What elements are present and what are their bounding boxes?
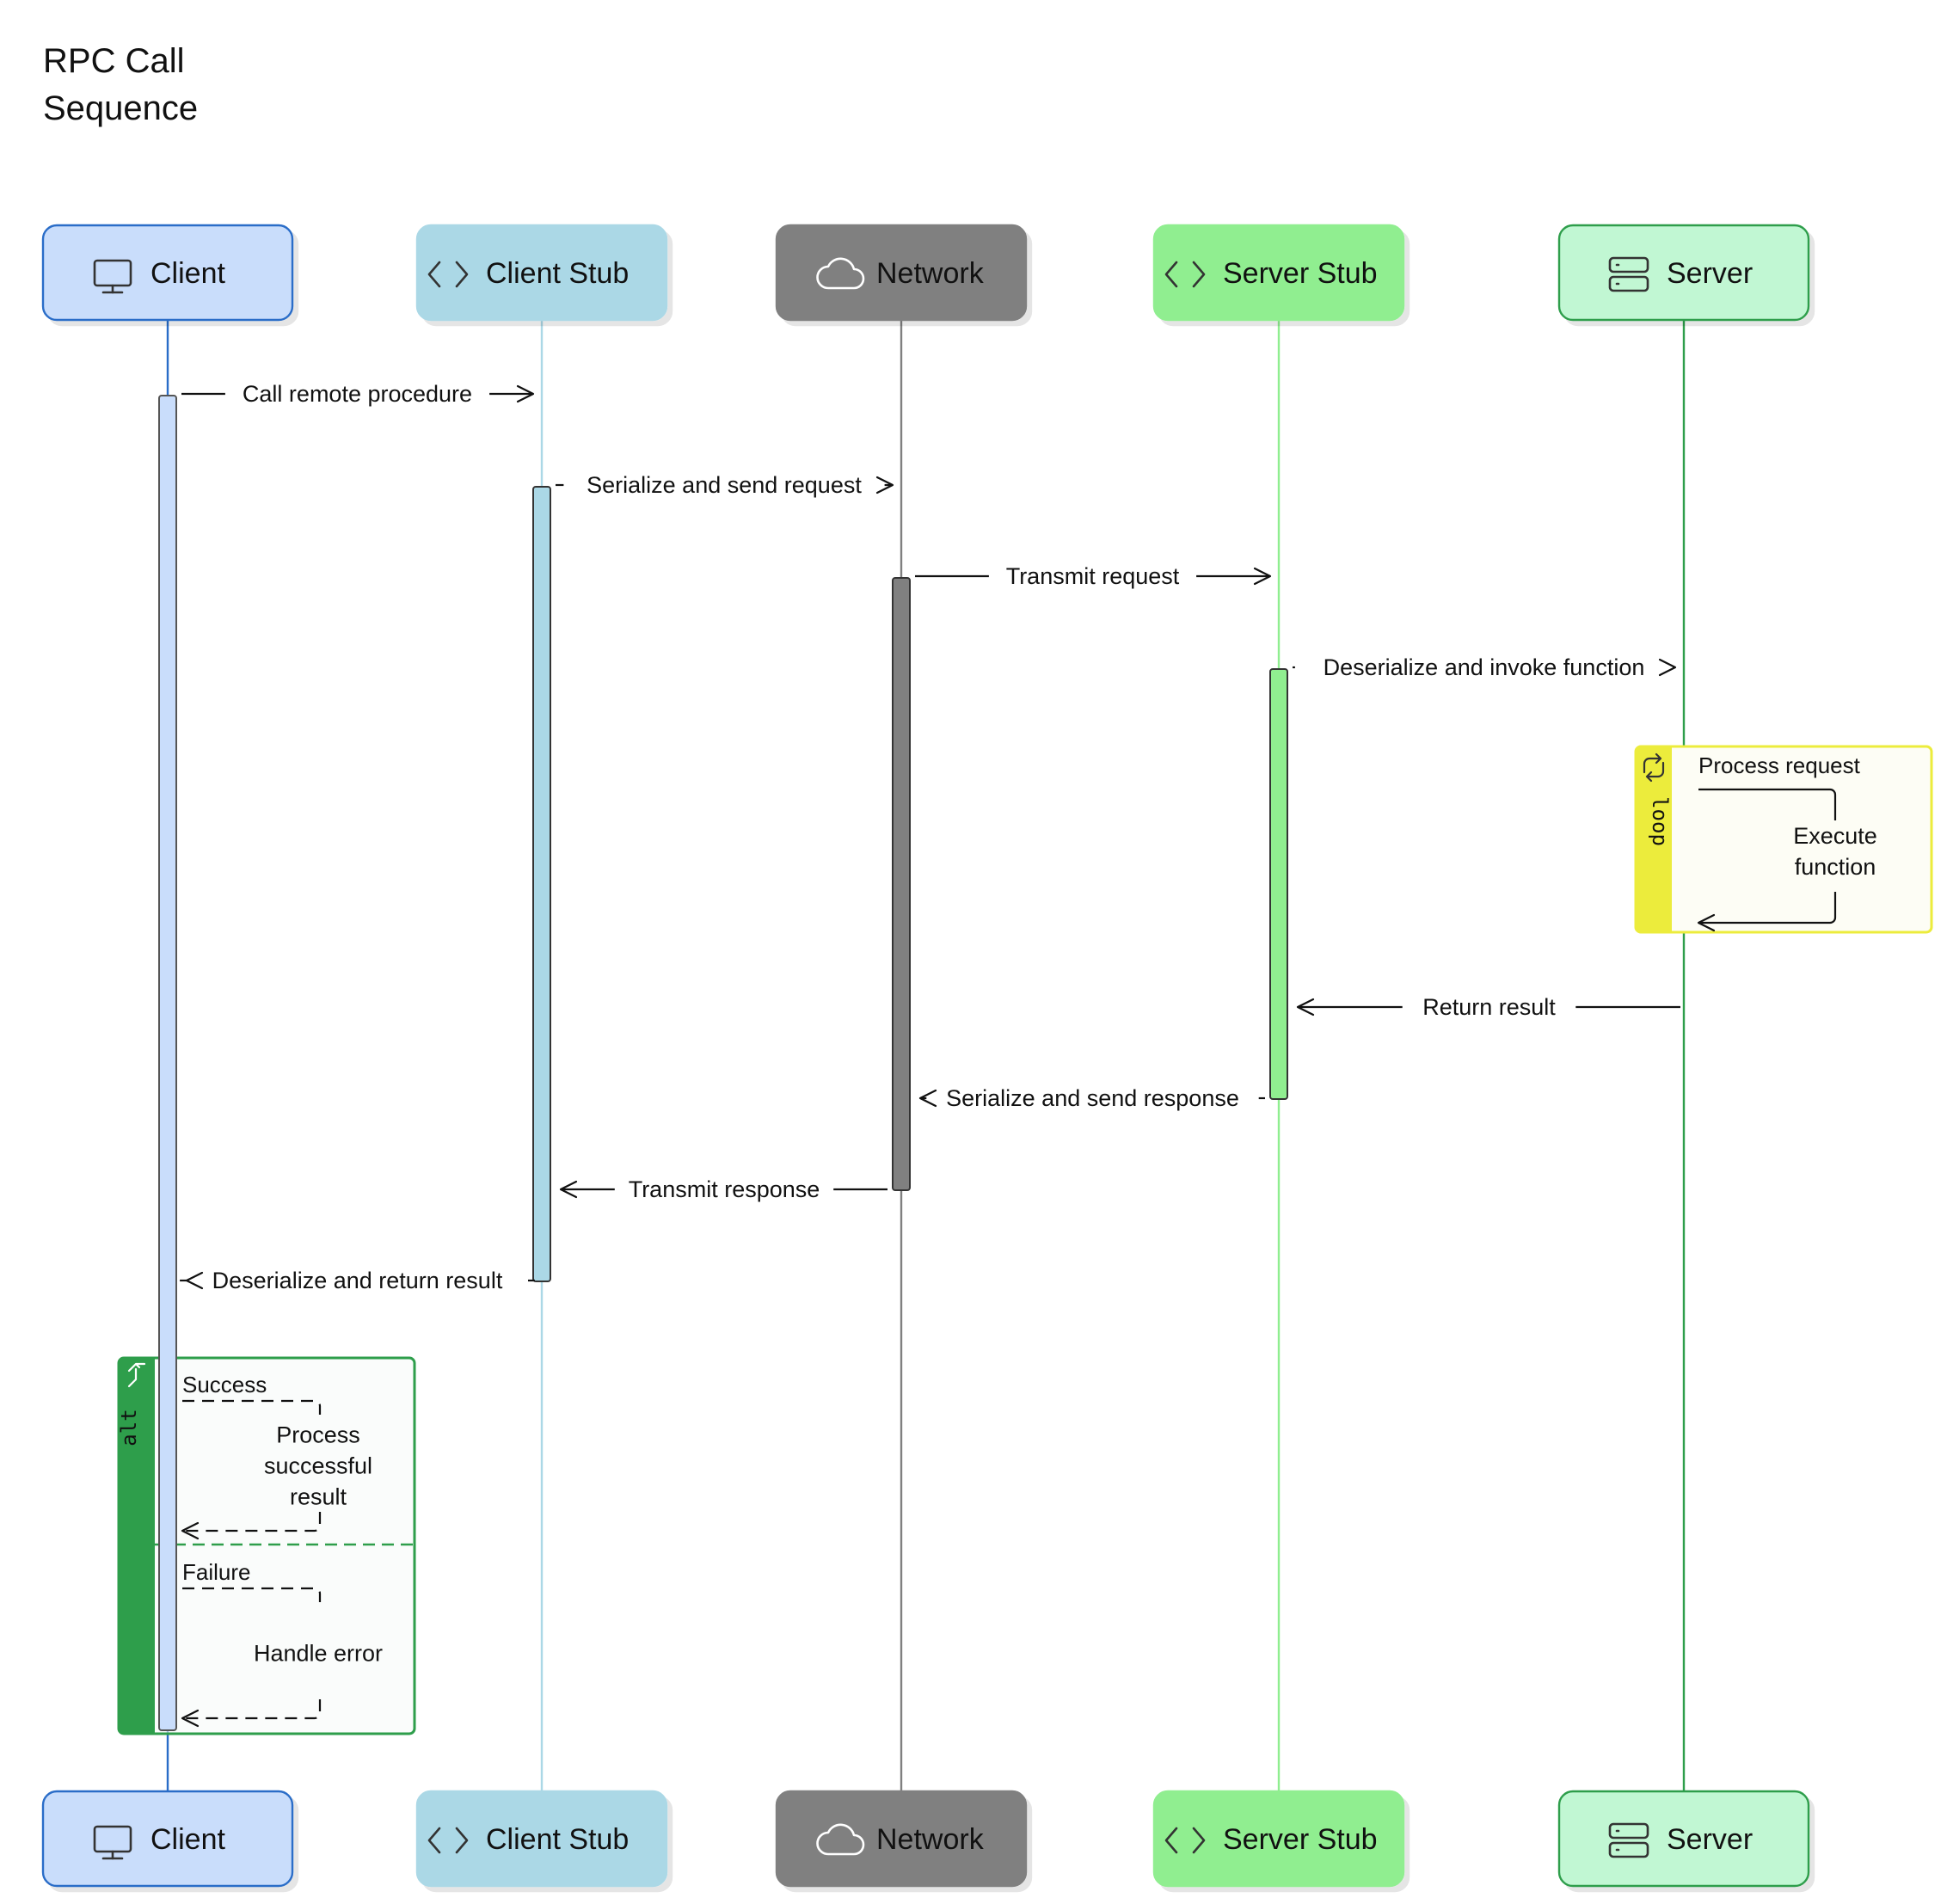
participant-box [1152, 224, 1405, 322]
branch-condition: Success [182, 1372, 267, 1397]
arrow-head [185, 1271, 204, 1290]
branch-icon [127, 1362, 146, 1388]
participant-box [415, 224, 668, 322]
message-label: Serialize and send response [946, 1085, 1239, 1111]
activation-network [892, 577, 911, 1191]
message-label: Transmit request [1006, 563, 1180, 589]
loop-icon [1643, 752, 1665, 783]
message-arrow: Transmit request [915, 563, 1272, 589]
self-message-label: Handle error [254, 1641, 383, 1667]
arrow-head [1296, 998, 1315, 1016]
arrow-head [181, 1709, 200, 1728]
message-label: Deserialize and invoke function [1324, 654, 1645, 680]
arrow-head [559, 1180, 578, 1199]
participant-label: Client Stub [486, 1823, 629, 1856]
arrow-head [1253, 567, 1272, 586]
message-label: Deserialize and return result [212, 1268, 503, 1293]
participant-label: Client Stub [486, 257, 629, 290]
code-brackets-icon [427, 1827, 469, 1854]
loop-self-message: Execute function [1697, 788, 1877, 932]
activation-client [158, 395, 177, 1731]
arrow-head [918, 1089, 937, 1108]
arrow-head [875, 476, 894, 494]
message-arrow: Call remote procedure [181, 381, 535, 407]
code-brackets-icon [1164, 1827, 1206, 1854]
message-arrow: Return result [1296, 994, 1680, 1020]
activation-client-stub [532, 486, 551, 1282]
title-line-2: Sequence [43, 89, 198, 127]
participant-box [775, 224, 1028, 322]
participant-box [415, 1790, 668, 1888]
participant-label: Client [150, 257, 225, 290]
monitor-icon [93, 1825, 132, 1860]
participant-label: Server Stub [1223, 1823, 1378, 1856]
message-label: Return result [1422, 994, 1556, 1020]
loop-tag: loop [1648, 796, 1672, 846]
participant-label: Network [876, 257, 985, 290]
participant-client-bottom[interactable]: Client [41, 1790, 294, 1888]
message-label: Serialize and send request [587, 472, 862, 498]
participant-box [775, 1790, 1028, 1888]
title-line-1: RPC Call [43, 42, 184, 80]
participant-label: Server Stub [1223, 257, 1378, 290]
message-arrow: Serialize and send response [918, 1085, 1265, 1111]
participant-box [41, 1790, 294, 1888]
participant-box [1557, 224, 1810, 322]
participant-label: Server [1667, 1823, 1753, 1856]
activation-server-stub [1269, 668, 1288, 1100]
branch-condition: Failure [182, 1559, 250, 1585]
loop-condition: Process request [1698, 752, 1861, 778]
participant-client-stub-top[interactable]: Client Stub [415, 224, 668, 322]
participant-box [41, 224, 294, 322]
cloud-icon [816, 1823, 865, 1856]
cloud-icon [816, 257, 865, 290]
participant-network-top[interactable]: Network [775, 224, 1028, 322]
participant-server-bottom[interactable]: Server [1557, 1790, 1810, 1888]
message-arrow: Deserialize and return result [180, 1268, 535, 1293]
message-label: Transmit response [629, 1176, 820, 1202]
message-arrow: Deserialize and invoke function [1293, 654, 1677, 680]
arrow-head [181, 1521, 200, 1540]
participant-label: Server [1667, 257, 1753, 290]
arrow-head [516, 384, 535, 403]
participant-box [1152, 1790, 1405, 1888]
server-icon [1608, 1822, 1649, 1858]
message-arrow: Transmit response [559, 1176, 888, 1202]
loop-tab [1636, 746, 1672, 932]
participant-server-top[interactable]: Server [1557, 224, 1810, 322]
diagram-title: RPC Call Sequence [43, 42, 198, 127]
participant-server-stub-top[interactable]: Server Stub [1152, 224, 1405, 322]
message-arrow: Serialize and send request [556, 472, 894, 498]
alt-tab [119, 1358, 155, 1734]
arrow-head [1697, 913, 1716, 932]
participant-box [1557, 1790, 1810, 1888]
activation-bars [158, 395, 1288, 1731]
self-message-label: Process [276, 1422, 360, 1448]
participant-label: Network [876, 1823, 985, 1856]
message-label: Call remote procedure [243, 381, 472, 407]
participant-client-top[interactable]: Client [41, 224, 294, 322]
server-icon [1608, 256, 1649, 292]
participant-server-stub-bottom[interactable]: Server Stub [1152, 1790, 1405, 1888]
participant-label: Client [150, 1823, 225, 1856]
participant-network-bottom[interactable]: Network [775, 1790, 1028, 1888]
participant-client-stub-bottom[interactable]: Client Stub [415, 1790, 668, 1888]
monitor-icon [93, 259, 132, 294]
self-message-label: function [1795, 854, 1876, 880]
self-message-label: Execute [1793, 823, 1877, 849]
arrow-head [1658, 658, 1677, 677]
code-brackets-icon [1164, 261, 1206, 288]
code-brackets-icon [427, 261, 469, 288]
self-message-label: successful [264, 1453, 372, 1479]
self-message-label: result [290, 1484, 347, 1510]
alt-tag: alt [117, 1409, 141, 1446]
